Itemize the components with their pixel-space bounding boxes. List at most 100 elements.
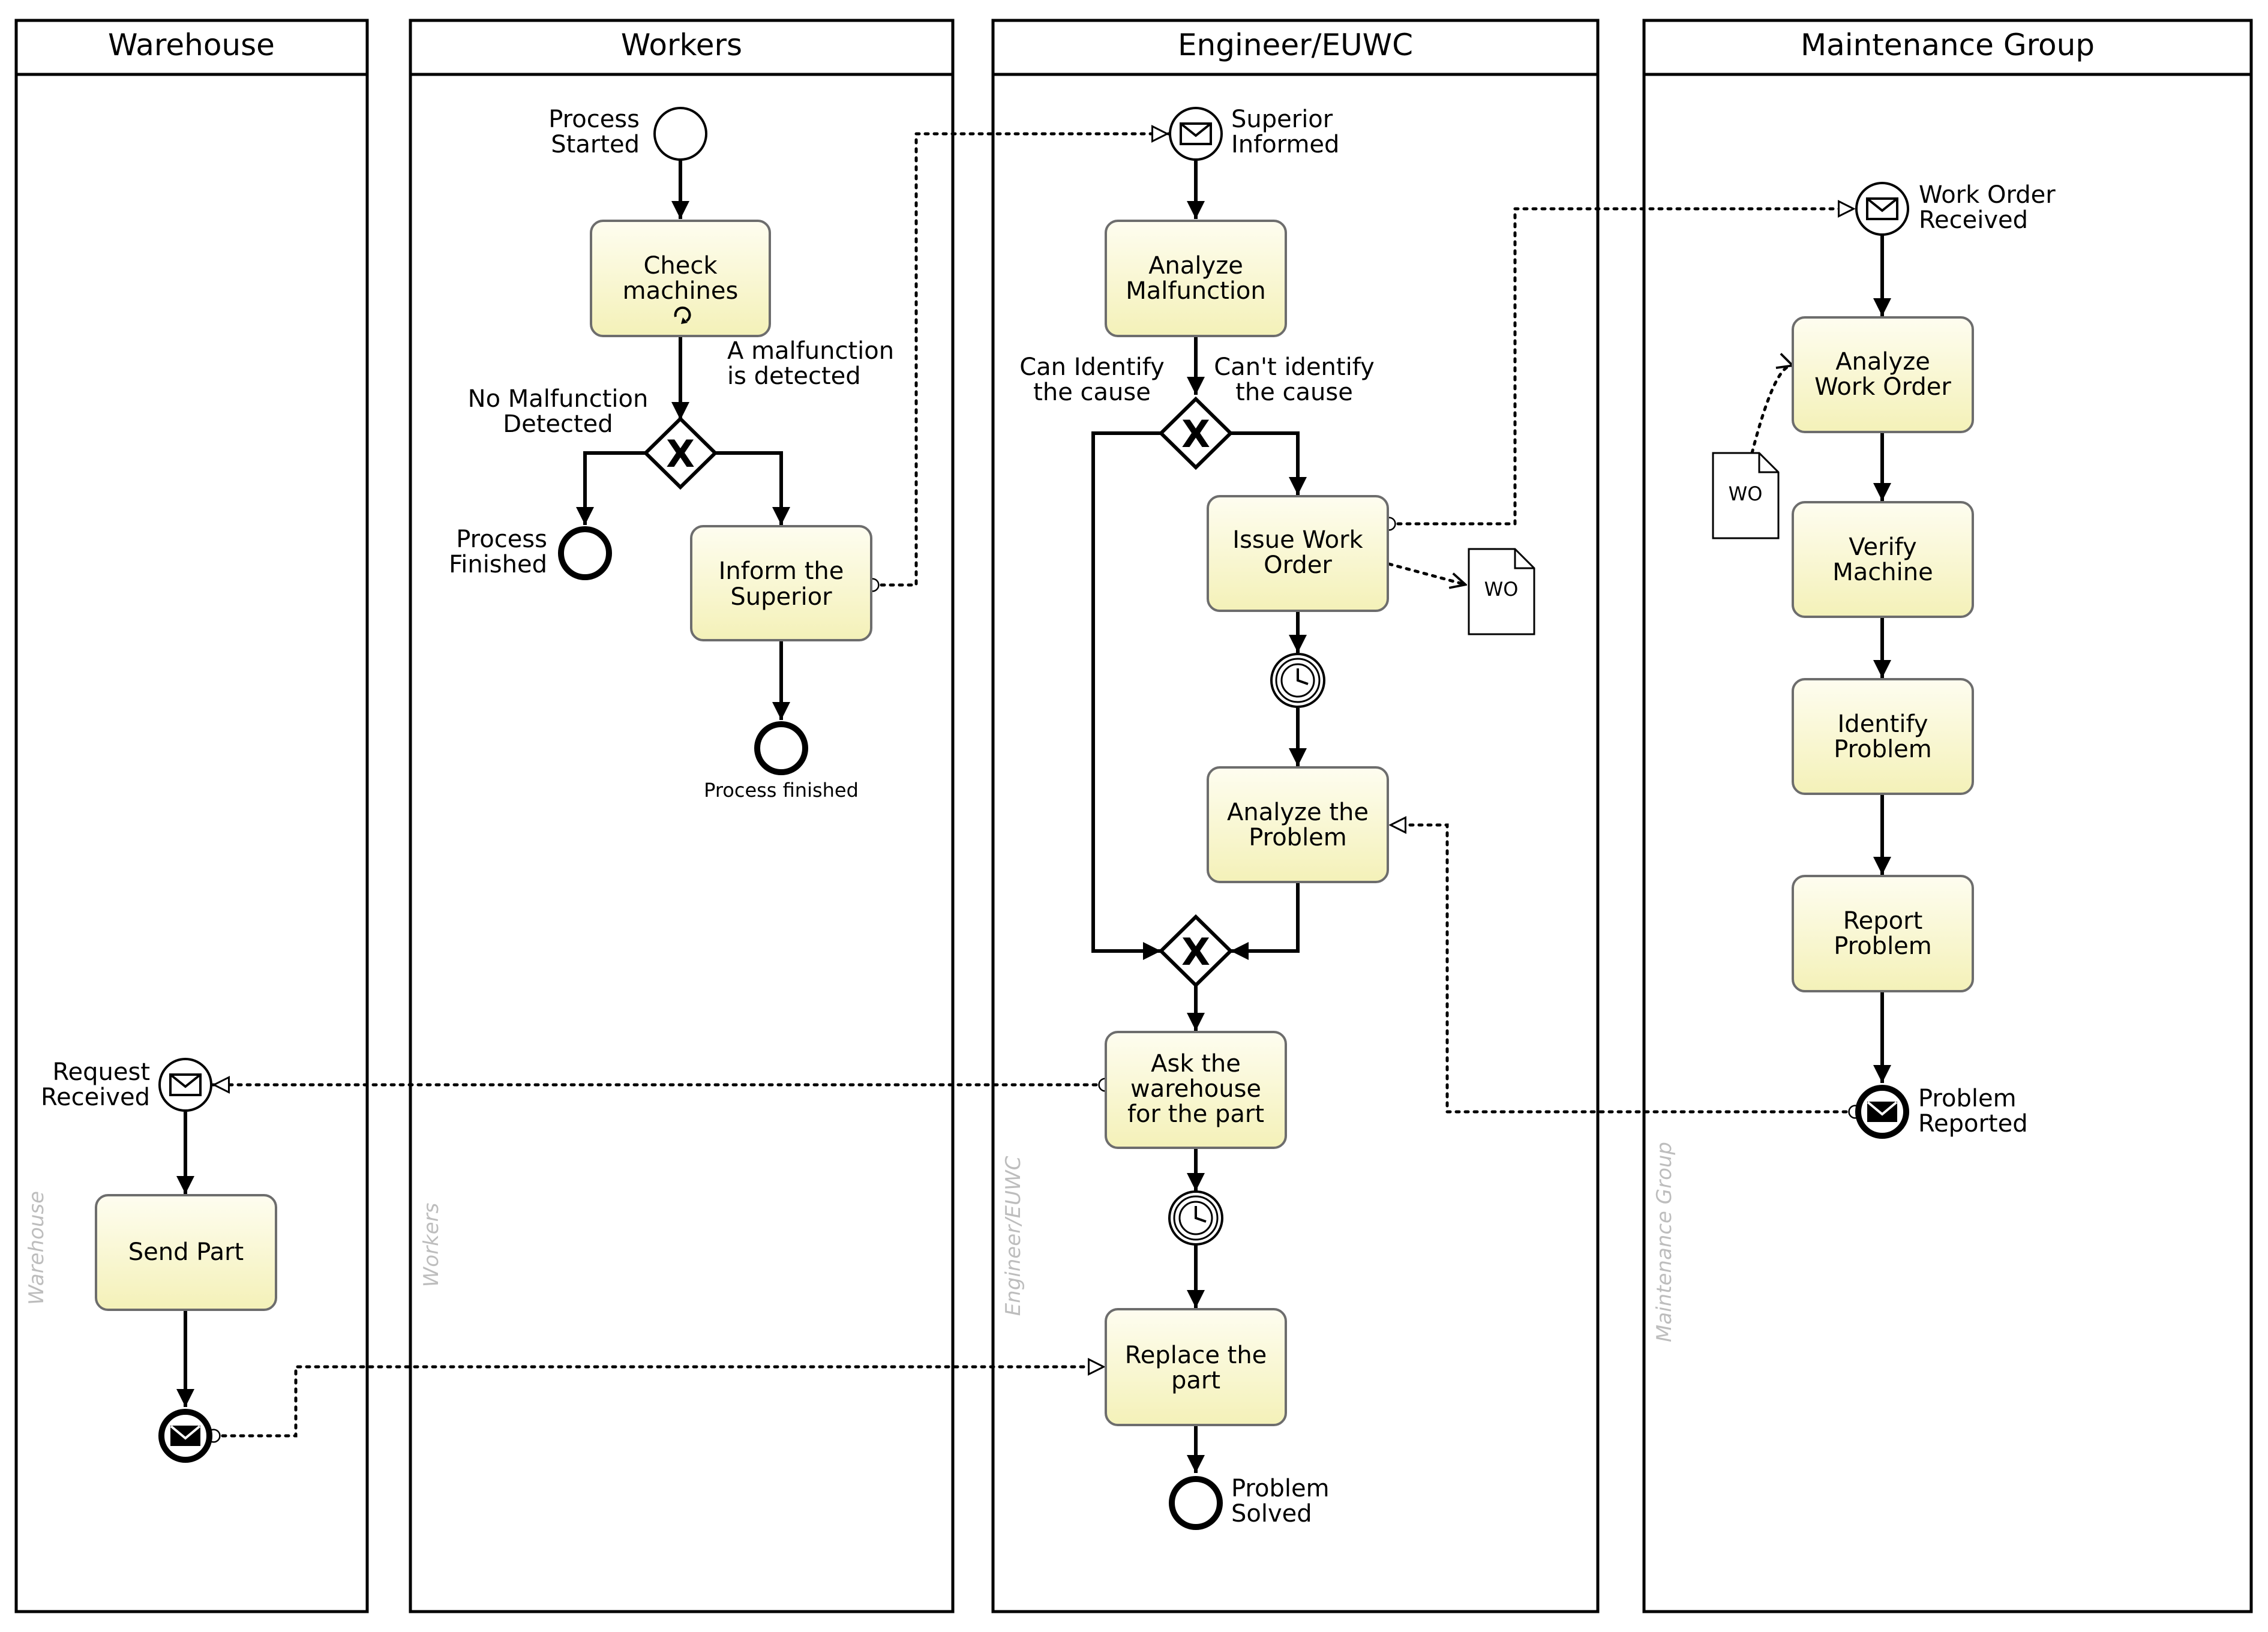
lane-side-label-workers: Workers: [419, 1203, 443, 1288]
task-label: Superior: [730, 583, 832, 611]
association-wo-engineer: [1387, 562, 1469, 585]
task-ask-warehouse[interactable]: Ask the warehouse for the part: [1105, 1031, 1287, 1149]
event-label-process-finished: Finished: [449, 551, 547, 578]
flow-label-malfunction-detected: is detected: [727, 362, 861, 390]
event-label-problem-solved: Solved: [1231, 1500, 1312, 1528]
task-inform-superior[interactable]: Inform the Superior: [690, 525, 872, 641]
message-problem-reported: [1387, 825, 1855, 1112]
clock-icon: [1280, 663, 1315, 698]
task-label: machines: [623, 277, 739, 305]
data-associations: [1387, 365, 1796, 585]
event-label-process-started: Started: [551, 131, 640, 158]
task-label: Issue Work: [1232, 526, 1363, 554]
task-label: Check: [643, 252, 718, 280]
flow-gateway-cant-identify: [1231, 431, 1307, 495]
event-label-problem-reported: Problem: [1918, 1085, 2017, 1112]
event-label-problem-solved: Problem: [1231, 1475, 1330, 1502]
event-label-process-finished-bottom: Process finished: [704, 779, 859, 802]
task-verify-machine[interactable]: Verify Machine: [1792, 501, 1974, 618]
end-event-process-finished-bottom[interactable]: [754, 721, 808, 775]
event-label-request-received: Request: [53, 1058, 150, 1086]
event-label-request-received: Received: [41, 1084, 150, 1111]
task-label: part: [1171, 1367, 1220, 1394]
task-label: Order: [1264, 551, 1332, 579]
task-label: Problem: [1834, 736, 1932, 763]
gateway-join[interactable]: X: [1158, 914, 1234, 988]
task-label: Verify: [1849, 533, 1916, 561]
message-send-part: [214, 1367, 1107, 1436]
envelope-icon: [1866, 197, 1898, 220]
task-report-problem[interactable]: Report Problem: [1792, 875, 1974, 992]
data-object-wo-engineer[interactable]: WO: [1468, 548, 1535, 635]
end-event-problem-solved[interactable]: [1169, 1476, 1223, 1530]
message-end-event-problem-reported[interactable]: [1855, 1085, 1909, 1139]
timer-event-wait-1[interactable]: [1270, 653, 1325, 708]
task-label: for the part: [1127, 1100, 1264, 1128]
event-label-work-order-received: Received: [1919, 206, 2028, 234]
envelope-icon: [1867, 1101, 1898, 1122]
lane-title-engineer: Engineer/EUWC: [1178, 28, 1413, 62]
lane-side-label-engineer: Engineer/EUWC: [1001, 1156, 1025, 1316]
flow-gateway-no-malfunction: [576, 451, 646, 525]
timer-event-wait-2[interactable]: [1168, 1190, 1223, 1246]
task-label: Analyze: [1148, 252, 1243, 280]
task-label: Replace the: [1125, 1342, 1267, 1369]
lane-warehouse: Warehouse Warehouse: [14, 19, 369, 1613]
task-label: Ask the: [1151, 1050, 1241, 1078]
gateway-x-marker: X: [1181, 930, 1210, 974]
lane-maintenance: Maintenance Group Maintenance Group: [1642, 19, 2253, 1613]
message-end-event-part-sent[interactable]: [158, 1409, 212, 1463]
loop-marker-icon: [674, 306, 691, 324]
sequence-flows: [176, 160, 1891, 1473]
gateway-malfunction[interactable]: X: [643, 416, 718, 490]
event-label-process-finished: Process: [456, 526, 547, 553]
event-label-superior-informed: Informed: [1231, 131, 1339, 158]
task-analyze-problem[interactable]: Analyze the Problem: [1207, 766, 1389, 883]
clock-icon: [1178, 1201, 1213, 1235]
flow-label-no-malfunction: Detected: [503, 410, 613, 438]
event-label-work-order-received: Work Order: [1919, 181, 2056, 209]
start-event-process-started[interactable]: [653, 107, 707, 161]
flow-label-can-identify: the cause: [1033, 379, 1151, 406]
lane-title-workers: Workers: [621, 28, 742, 62]
gateway-x-marker: X: [666, 432, 695, 476]
task-analyze-work-order[interactable]: Analyze Work Order: [1792, 316, 1974, 433]
lane-side-label-warehouse: Warehouse: [25, 1191, 49, 1305]
task-label: Analyze the: [1227, 799, 1369, 826]
task-label: Work Order: [1814, 373, 1951, 401]
task-label: warehouse: [1130, 1075, 1261, 1103]
flow-gateway-malfunction: [715, 451, 790, 525]
task-label: Malfunction: [1126, 277, 1266, 305]
task-replace-part[interactable]: Replace the part: [1105, 1308, 1287, 1426]
association-wo-maintenance: [1750, 365, 1796, 455]
message-flows: [212, 134, 1855, 1436]
task-label: Inform the: [719, 557, 844, 585]
flow-label-no-malfunction: No Malfunction: [468, 385, 649, 413]
task-send-part[interactable]: Send Part: [95, 1194, 277, 1311]
gateway-x-marker: X: [1181, 412, 1210, 456]
data-object-wo-maintenance[interactable]: WO: [1712, 452, 1780, 539]
task-label: Machine: [1832, 559, 1933, 586]
event-label-superior-informed: Superior: [1231, 106, 1333, 133]
gateway-identify-cause[interactable]: X: [1158, 396, 1234, 470]
event-label-process-started: Process: [548, 106, 640, 133]
message-start-event-superior-informed[interactable]: [1169, 107, 1223, 161]
task-label: Analyze: [1835, 348, 1930, 376]
message-inform-superior: [872, 134, 1171, 585]
message-issue-work-order: [1389, 209, 1857, 524]
lane-side-label-maintenance: Maintenance Group: [1652, 1142, 1676, 1342]
task-label: Problem: [1834, 932, 1932, 960]
task-analyze-malfunction[interactable]: Analyze Malfunction: [1105, 220, 1287, 337]
message-start-event-work-order-received[interactable]: [1855, 182, 1909, 236]
task-issue-work-order[interactable]: Issue Work Order: [1207, 495, 1389, 612]
lane-title-maintenance: Maintenance Group: [1801, 28, 2095, 62]
task-identify-problem[interactable]: Identify Problem: [1792, 678, 1974, 795]
task-check-machines[interactable]: Check machines: [590, 220, 771, 337]
end-event-process-finished[interactable]: [558, 526, 612, 580]
message-start-event-request-received[interactable]: [158, 1058, 212, 1112]
envelope-icon: [169, 1073, 202, 1096]
flow-label-cant-identify: Can't identify: [1214, 353, 1375, 381]
data-object-label: WO: [1484, 578, 1519, 601]
lane-title-warehouse: Warehouse: [108, 28, 275, 62]
task-label: Identify: [1838, 710, 1928, 738]
